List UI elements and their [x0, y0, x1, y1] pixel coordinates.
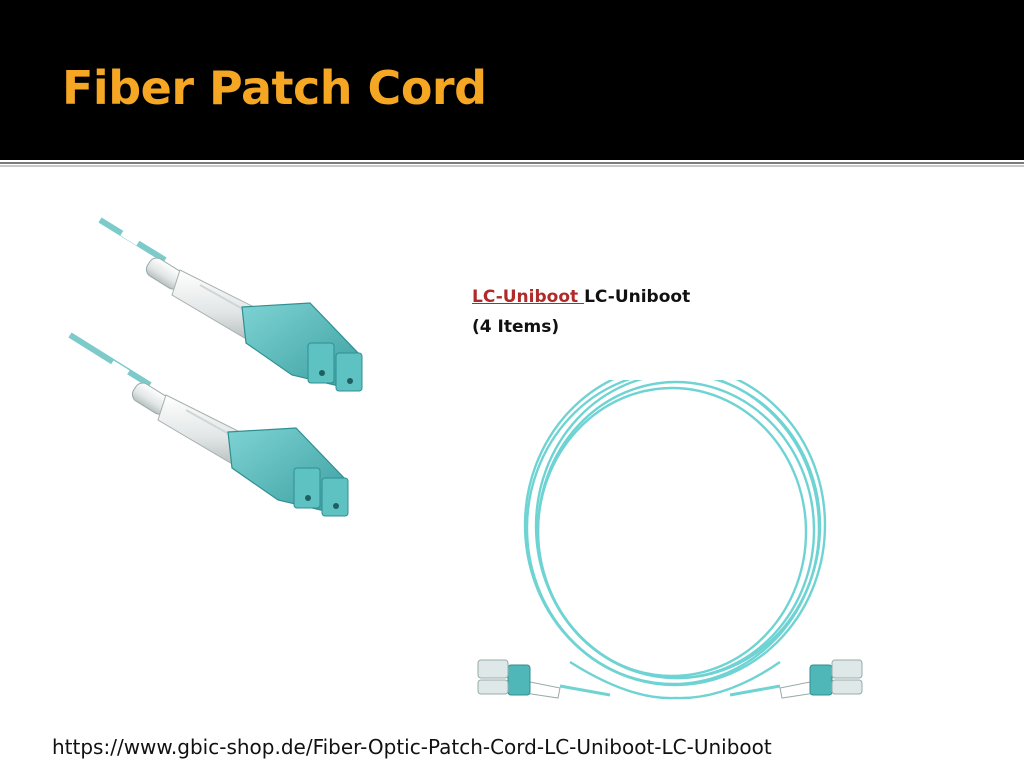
cable-coil: [523, 380, 827, 687]
left-plug: [477, 659, 611, 699]
connector-upper: [98, 217, 363, 392]
divider-rule: [0, 162, 1024, 164]
lc-uniboot-connectors-photo: [68, 217, 363, 517]
product-caption: LC-Uniboot LC-Uniboot (4 Items): [472, 282, 772, 342]
cable-tails: [569, 660, 781, 700]
title-bar: Fiber Patch Cord: [0, 0, 1024, 160]
source-url: https://www.gbic-shop.de/Fiber-Optic-Pat…: [52, 735, 772, 759]
coiled-patch-cord-photo: [477, 380, 863, 700]
item-count: (4 Items): [472, 317, 560, 337]
right-plug: [729, 659, 863, 699]
product-link[interactable]: LC-Uniboot: [472, 287, 585, 307]
slide-title: Fiber Patch Cord: [62, 61, 487, 115]
product-name: LC-Uniboot: [584, 287, 691, 307]
divider-rule-light: [0, 165, 1024, 167]
connector-lower: [68, 332, 349, 517]
